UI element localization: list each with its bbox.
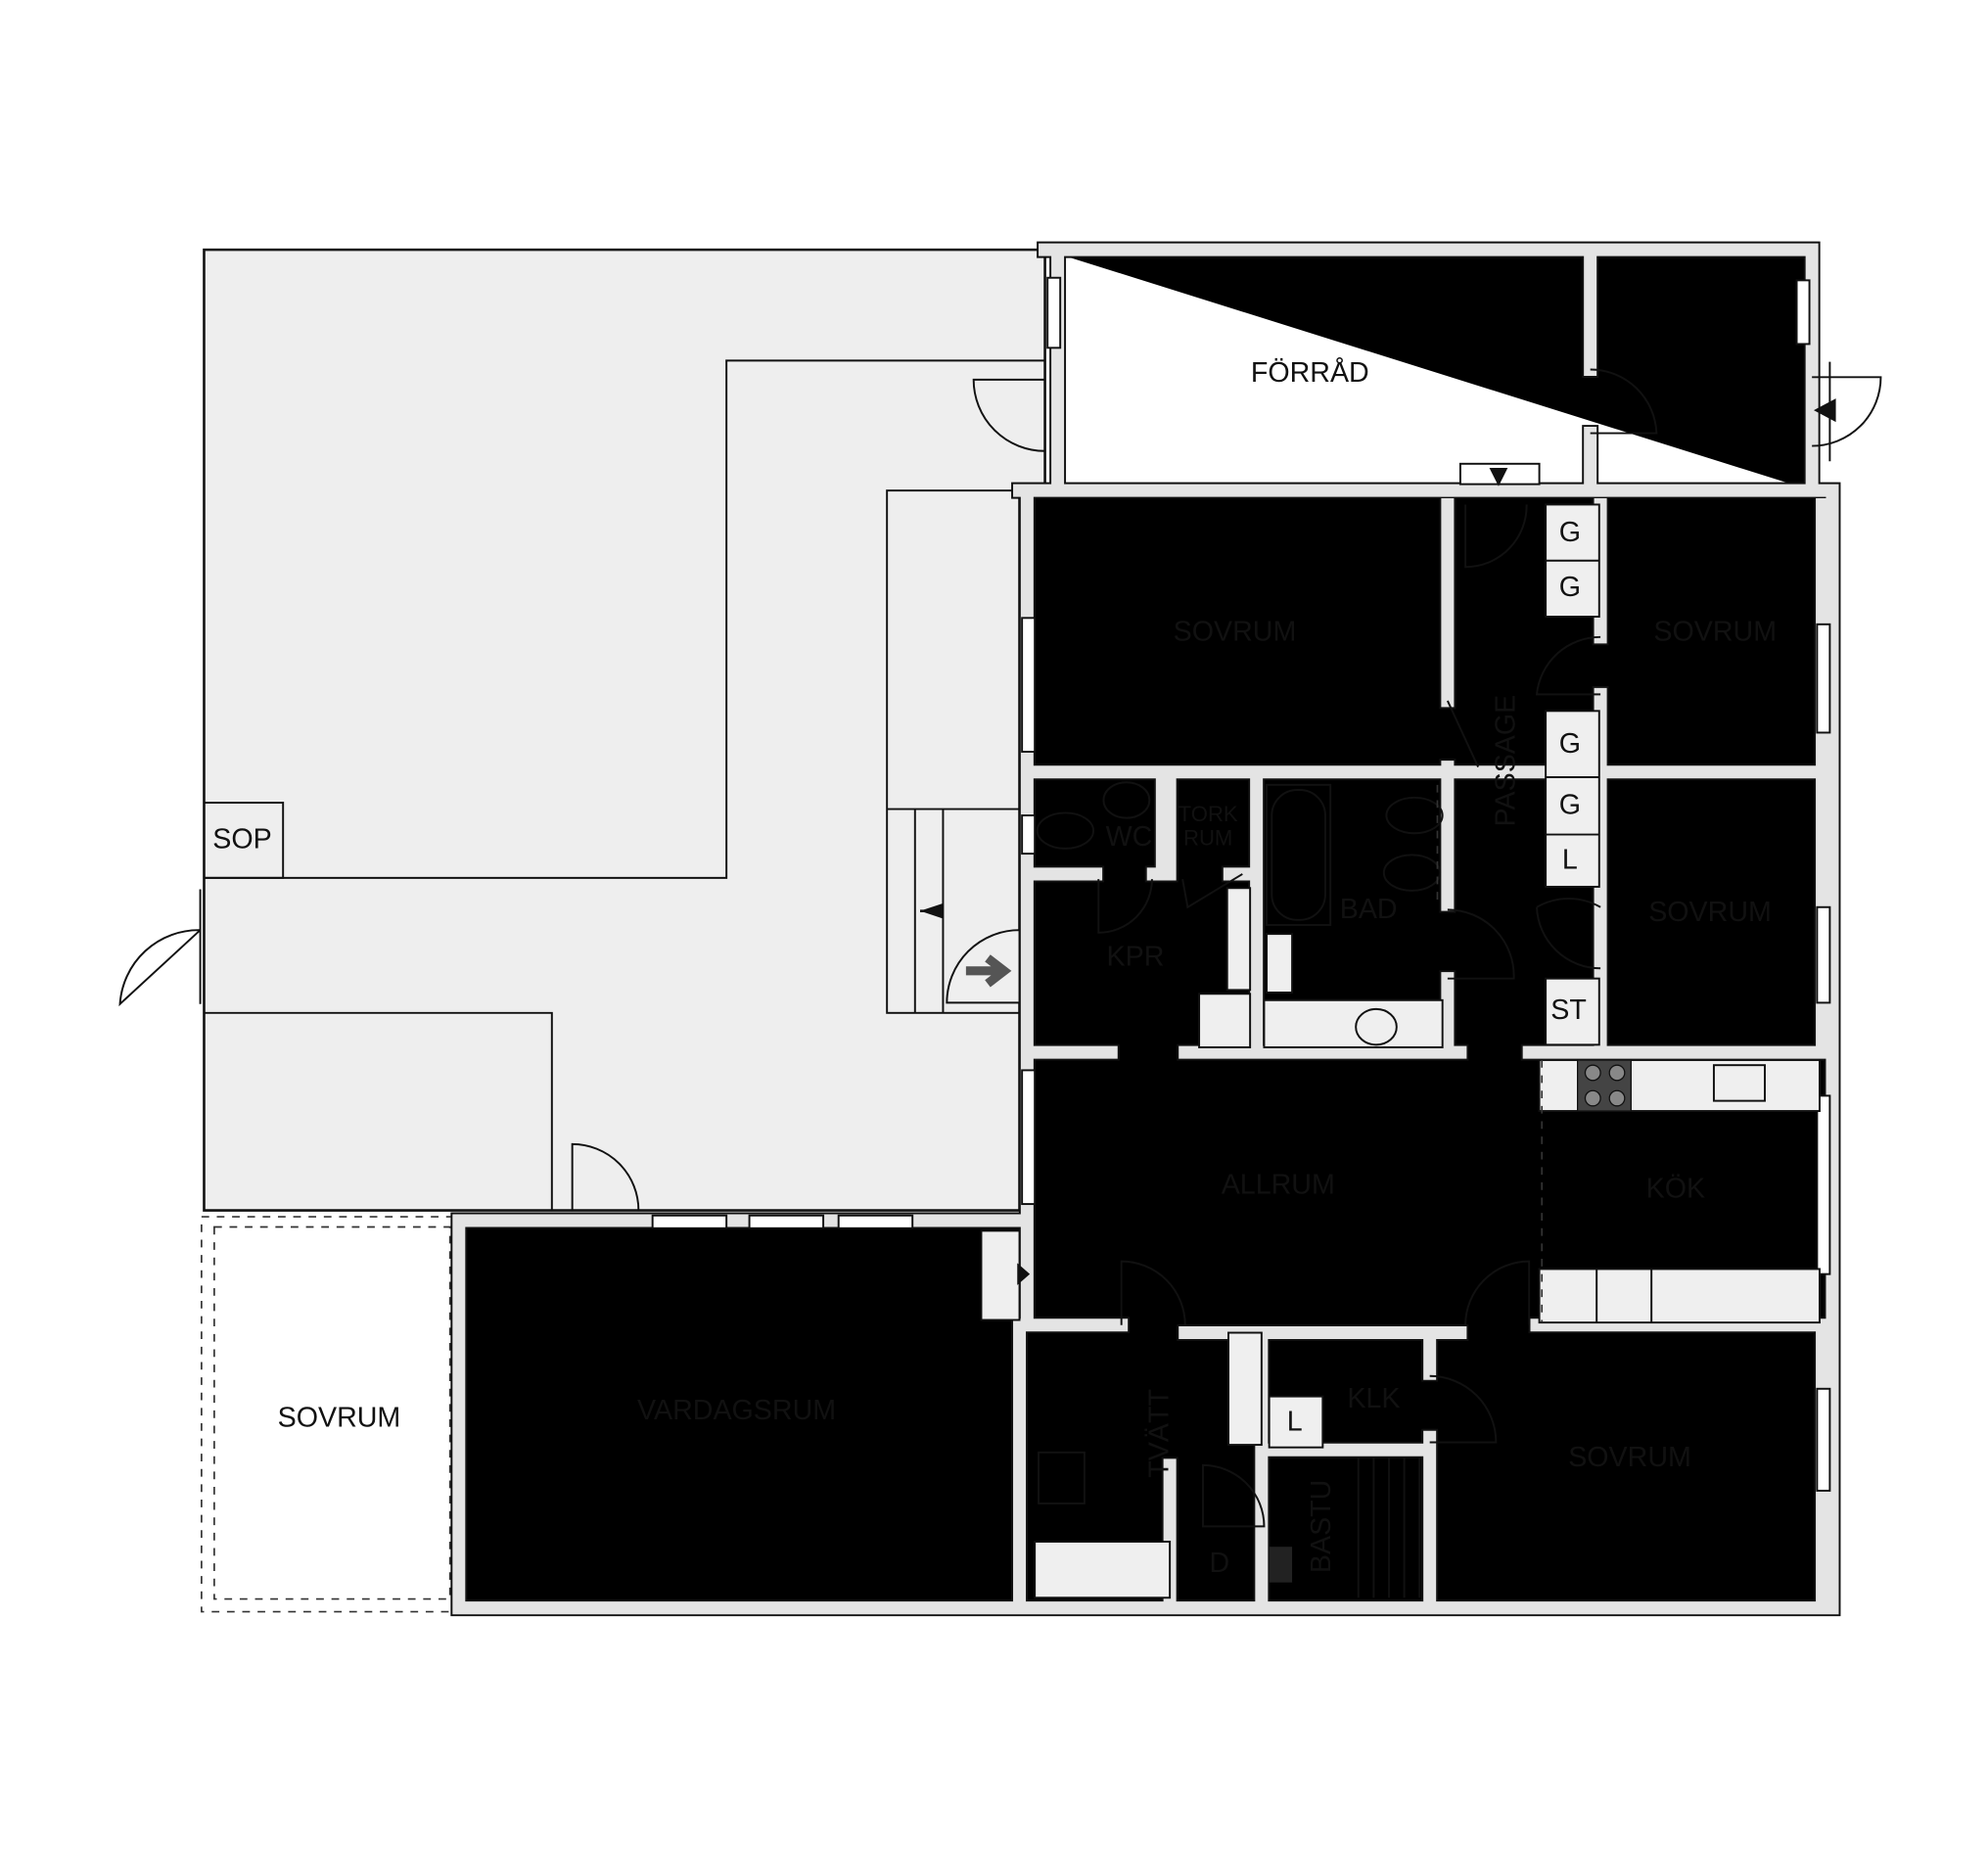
label-wc: WC (1106, 821, 1153, 853)
label-bastu: BASTU (1306, 1480, 1337, 1573)
closet-label: L (1287, 1407, 1303, 1438)
label-rum: RUM (1183, 826, 1232, 851)
entrance-arrow-icon (965, 954, 1012, 988)
label-bad: BAD (1340, 894, 1398, 925)
bathtub-icon (1266, 783, 1332, 926)
label-forrad: FÖRRÅD (1251, 356, 1369, 389)
label-tork: TORK (1179, 802, 1238, 826)
sink-icon (1712, 1064, 1766, 1102)
doors (980, 361, 1882, 1528)
walls (459, 250, 1832, 1608)
closet-label: G (1559, 790, 1581, 821)
closet-label: L (1562, 844, 1578, 875)
sauna-heater-icon (1269, 1547, 1293, 1583)
label-sovrum: SOVRUM (1568, 1442, 1691, 1473)
label-kok: KÖK (1646, 1173, 1705, 1204)
label-sop: SOP (212, 824, 271, 856)
label-tvatt: TVÄTT (1144, 1389, 1176, 1478)
label-st: ST (1550, 994, 1587, 1026)
label-sovrum: SOVRUM (1653, 616, 1777, 647)
closet-label: G (1559, 728, 1581, 760)
terrace (201, 1216, 458, 1613)
label-sovrum: SOVRUM (278, 1403, 401, 1434)
label-sovrum: SOVRUM (1174, 616, 1297, 647)
room-labels: FÖRRÅD SOVRUM SOVRUM SOVRUM SOVRUM SOVRU… (212, 356, 1777, 1579)
closet-label: G (1559, 517, 1581, 548)
label-allrum: ALLRUM (1222, 1169, 1335, 1200)
label-kpr: KPR (1107, 941, 1165, 972)
side-door[interactable] (118, 889, 202, 1007)
garage-area (118, 248, 1046, 1212)
fixtures (1034, 503, 1821, 1599)
label-sovrum: SOVRUM (1648, 897, 1772, 928)
closet-label: G (1559, 572, 1581, 603)
sop-box (203, 802, 285, 879)
windows (651, 276, 1831, 1492)
toilet-icon (1385, 796, 1444, 835)
label-vardagsrum: VARDAGSRUM (637, 1395, 836, 1426)
label-klk: KLK (1347, 1383, 1400, 1414)
label-passage: PASSAGE (1491, 695, 1522, 827)
label-d: D (1210, 1548, 1230, 1579)
